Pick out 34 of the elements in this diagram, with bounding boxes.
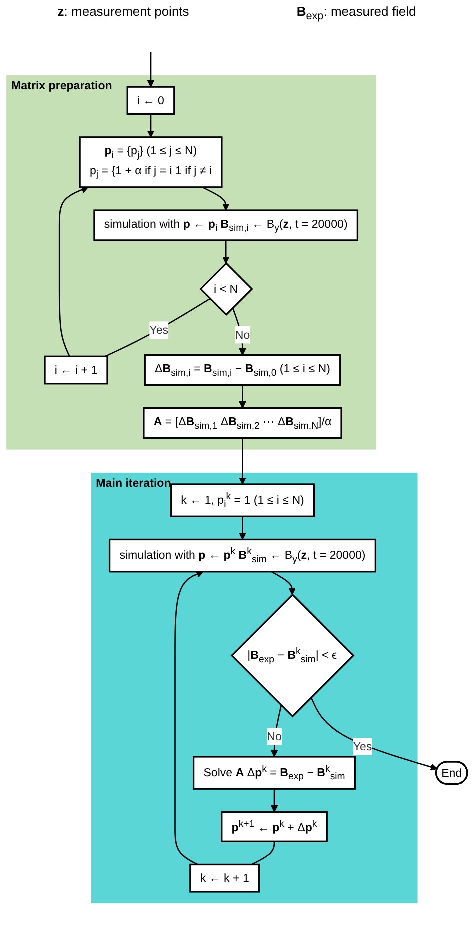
arrow <box>222 240 230 264</box>
node-box: A = [ΔB$_{sim,1}$ ΔB$_{sim,2}$ ⋯ ΔB$_{sim,N}$]/α <box>143 407 342 439</box>
arrow <box>239 438 246 484</box>
note-text: B$_{exp}$: measured field <box>296 4 416 23</box>
arrow <box>239 516 246 540</box>
arrow <box>147 52 155 87</box>
node-box: p$_{i}$ = {p$_{j}$} (1 ≤ j ≤ N) p$_{j}$ = {1 + α if j = i 1 if j ≠ i <box>79 136 223 188</box>
arrow <box>270 788 278 812</box>
arrow <box>310 696 438 770</box>
connector <box>105 298 211 357</box>
connector <box>251 841 276 865</box>
node-box: k ← k + 1 <box>190 864 260 892</box>
edge-label: Yes <box>150 322 169 336</box>
arrow <box>58 186 89 357</box>
arrow <box>174 570 204 865</box>
node-box: i ← i + 1 <box>44 355 108 384</box>
node-box: k ← 1, p$_{i}$$^{k}$ = 1 (1 ≤ i ≤ N) <box>170 483 316 518</box>
arrow <box>239 384 246 408</box>
arrow <box>147 114 155 138</box>
node-diamond: |B$_{exp}$ − B$^{k}$$_{sim}$| < ϵ <box>230 593 355 718</box>
arrow <box>232 307 246 356</box>
edge-label: No <box>267 729 282 743</box>
arrow <box>270 705 282 757</box>
node-box: simulation with p ← p$_{i}$ B$_{sim,i}$ ← B$_{y}$(z, t = 20000) <box>94 209 359 241</box>
arrow <box>271 570 296 595</box>
edge-label: Yes <box>353 739 372 753</box>
note-text: z: measurement points <box>58 4 190 21</box>
arrow <box>202 186 230 210</box>
node-box: p$^{k+1}$ ← p$^{k}$ + Δp$^{k}$ <box>221 810 328 842</box>
node-box: i ← 0 <box>126 86 176 115</box>
edge-label: No <box>235 328 250 341</box>
node-box: ΔB$_{sim,i}$ = B$_{sim,i}$ − B$_{sim,0}$ (1 ≤ i ≤ N) <box>144 354 342 386</box>
node-diamond: i < N <box>200 262 254 316</box>
node-box: simulation with p ← p$^{k}$ B$^{k}$$_{sim}$ ← B$_{y}$(z, t = 20000) <box>108 538 376 572</box>
